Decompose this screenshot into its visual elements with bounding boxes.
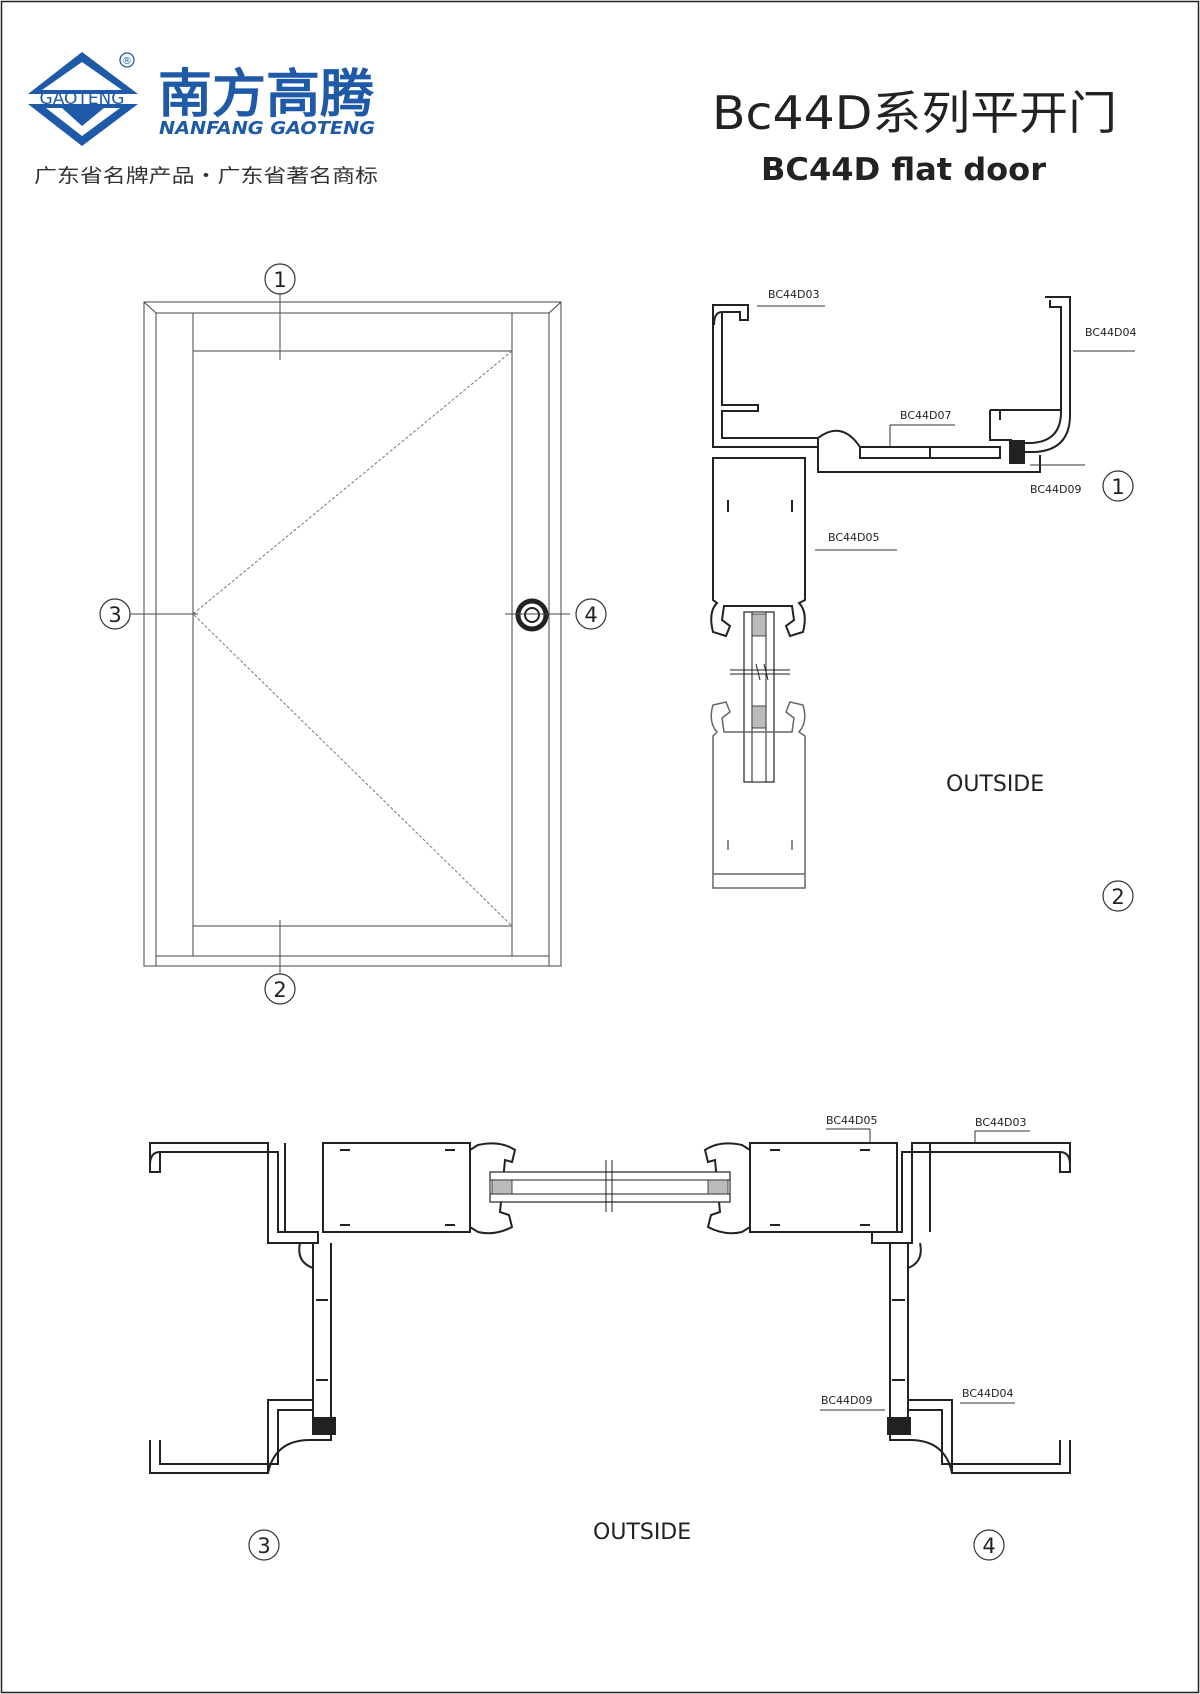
brand-tagline: 广东省名牌产品・广东省著名商标 bbox=[34, 165, 378, 187]
label-bc44d09-horizontal: BC44D09 bbox=[821, 1394, 873, 1407]
svg-text:3: 3 bbox=[108, 603, 121, 627]
label-bc44d09-vertical: BC44D09 bbox=[1030, 483, 1082, 496]
svg-text:1: 1 bbox=[273, 268, 286, 292]
svg-text:4: 4 bbox=[982, 1534, 995, 1558]
profile-bc44d04-vertical bbox=[1011, 296, 1071, 453]
horizontal-section-left bbox=[149, 1142, 517, 1474]
brand-name-en: NANFANG GAOTENG bbox=[159, 118, 375, 139]
label-bc44d05-horizontal: BC44D05 bbox=[826, 1114, 878, 1127]
vertical-section bbox=[710, 296, 1071, 638]
label-bc44d04-vertical: BC44D04 bbox=[1085, 326, 1137, 339]
svg-text:4: 4 bbox=[584, 603, 597, 627]
door-elevation bbox=[143, 301, 562, 967]
section-marker-3: 3 bbox=[248, 1529, 280, 1561]
horizontal-section-right bbox=[703, 1142, 1071, 1474]
glass-unit-horizontal bbox=[489, 1160, 731, 1212]
opening-direction-lines bbox=[192, 350, 513, 927]
elevation-marker-4: 4 bbox=[575, 598, 607, 630]
profile-bc44d07-vertical bbox=[859, 446, 1001, 459]
label-bc44d04-horizontal: BC44D04 bbox=[962, 1387, 1014, 1400]
title-cn: Bc44D系列平开门 bbox=[712, 86, 1117, 140]
section-marker-2: 2 bbox=[1102, 880, 1134, 912]
label-bc44d05-vertical: BC44D05 bbox=[828, 531, 880, 544]
elevation-marker-2: 2 bbox=[264, 973, 296, 1005]
profile-bc44d05-vertical bbox=[710, 457, 806, 638]
glass-unit-vertical bbox=[730, 611, 790, 783]
svg-text:2: 2 bbox=[1111, 885, 1124, 909]
label-bc44d07-vertical: BC44D07 bbox=[900, 409, 952, 422]
elevation-outer-frame bbox=[143, 301, 562, 967]
outside-label-vertical: OUTSIDE bbox=[946, 772, 1044, 797]
section-marker-4: 4 bbox=[973, 1529, 1005, 1561]
svg-text:2: 2 bbox=[273, 978, 286, 1002]
profile-bc44d03-vertical bbox=[712, 304, 819, 448]
logo-text: GAOTENG bbox=[40, 89, 125, 109]
svg-text:3: 3 bbox=[257, 1534, 270, 1558]
elevation-marker-3: 3 bbox=[99, 598, 131, 630]
profile-bc44d09-vertical bbox=[1009, 440, 1025, 464]
title-en: BC44D flat door bbox=[761, 152, 1047, 188]
brand-name-cn: 南方高腾 bbox=[158, 65, 375, 125]
label-bc44d03-vertical: BC44D03 bbox=[768, 288, 820, 301]
registered-mark: ® bbox=[122, 56, 132, 67]
elevation-marker-1: 1 bbox=[264, 263, 296, 295]
door-handle bbox=[515, 598, 549, 632]
section-marker-1: 1 bbox=[1102, 470, 1134, 502]
elevation-glass bbox=[192, 350, 513, 927]
bottom-sash-vertical bbox=[710, 701, 806, 889]
svg-text:1: 1 bbox=[1111, 475, 1124, 499]
label-bc44d03-horizontal: BC44D03 bbox=[975, 1116, 1027, 1129]
brand-logo: GAOTENG ® bbox=[28, 52, 138, 146]
elevation-sash bbox=[155, 312, 550, 957]
outside-label-horizontal: OUTSIDE bbox=[593, 1520, 691, 1545]
